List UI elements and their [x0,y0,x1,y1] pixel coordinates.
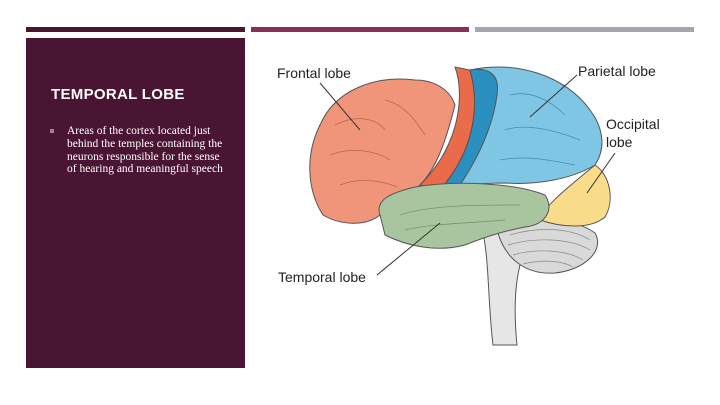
parietal-gyri-lines [499,93,581,166]
brain-lobes-diagram: Frontal lobe Parietal lobe Occipital lob… [277,63,660,346]
top-accent-bar-right [475,27,694,32]
frontal-lobe-label: Frontal lobe [277,65,351,81]
occipital-lobe-label-line2: lobe [606,134,633,150]
frontal-leader-line [319,82,361,131]
temporal-leader-line [376,222,441,276]
temporal-lobe [378,182,550,249]
bullet-item: Areas of the cortex located just behind … [50,125,230,176]
temporal-gyri-lines [399,204,521,231]
slide-title: TEMPORAL LOBE [51,86,185,103]
title-panel: TEMPORAL LOBE Areas of the cortex locate… [26,38,245,368]
bullet-list: Areas of the cortex located just behind … [50,125,230,176]
temporal-lobe-label: Temporal lobe [278,269,366,285]
occipital-lobe [539,164,611,227]
postcentral-gyrus [438,68,499,191]
occipital-leader-line [586,152,616,194]
frontal-lobe [309,78,456,224]
gyri-lines [329,99,426,188]
parietal-leader-line [529,74,578,118]
bullet-text: Areas of the cortex located just behind … [67,125,223,176]
cerebellum-folds [507,229,591,268]
occipital-lobe-label-line1: Occipital [606,116,660,132]
top-accent-bar-middle [251,27,469,32]
top-accent-bar-left [26,27,245,32]
bullet-square-icon [50,129,54,133]
parietal-lobe-label: Parietal lobe [578,63,656,79]
